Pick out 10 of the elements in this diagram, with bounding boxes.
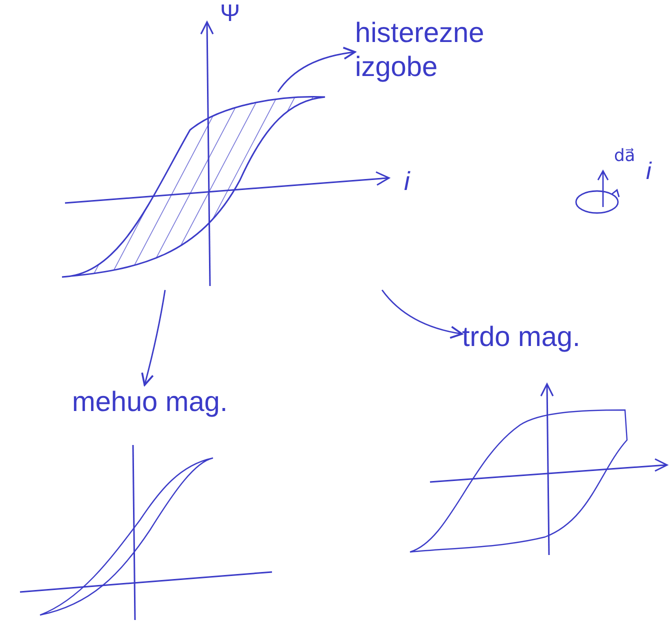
arrow [141,290,166,386]
handwritten-label: trdo mag. [462,320,582,354]
handwritten-label: histerezne izgobe [355,16,486,84]
arrow [382,290,463,338]
axis-label: Ψ [220,2,240,26]
axis-label: i [404,168,410,194]
arrow [277,47,356,92]
axis-label: i [646,160,652,184]
handwritten-label: mehuo mag. [72,385,229,419]
axis-label: da⃗ [614,148,636,165]
